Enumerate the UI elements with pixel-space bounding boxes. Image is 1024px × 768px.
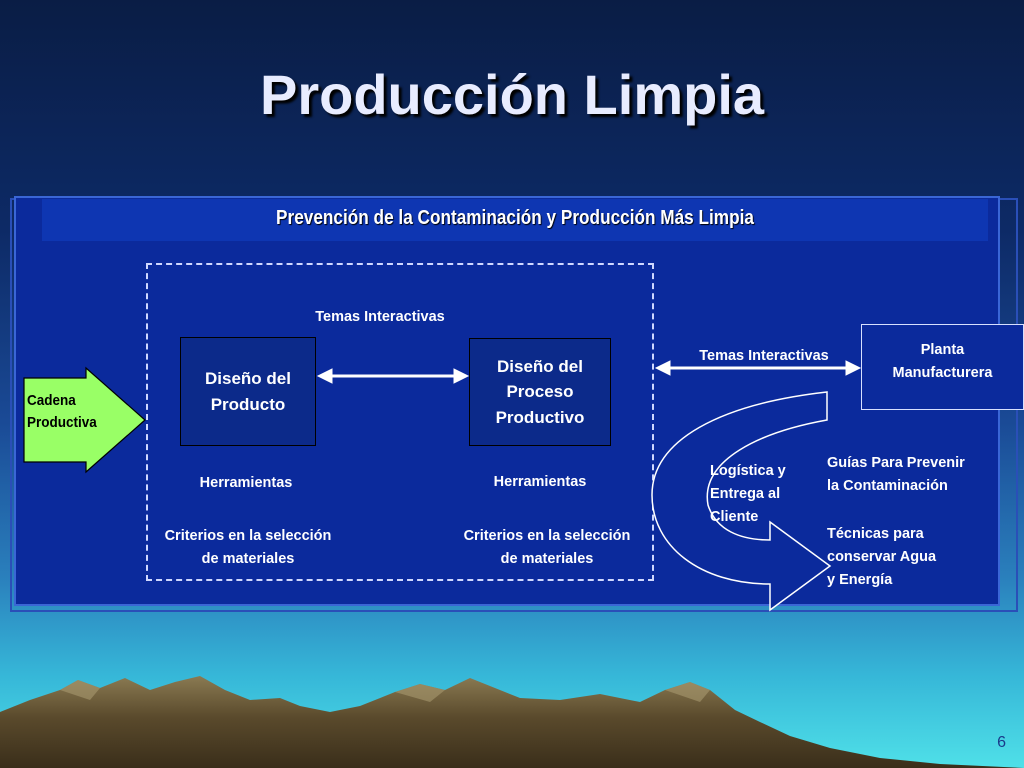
banner-bar bbox=[42, 199, 988, 241]
process-design-box: Diseño del Proceso Productivo bbox=[469, 338, 611, 446]
double-arrow-inner bbox=[316, 368, 470, 384]
tools-right: Herramientas bbox=[493, 474, 587, 490]
interactive-topics-inner: Temas Interactivas bbox=[315, 309, 445, 325]
slide-title: Producción Limpia bbox=[259, 63, 765, 126]
page-number: 6 bbox=[997, 734, 1006, 751]
plant-box: Planta Manufacturera bbox=[861, 324, 1024, 410]
guides-label: Guías Para Prevenir la Contaminación bbox=[827, 455, 965, 495]
chain-label: Cadena Productiva bbox=[27, 392, 97, 431]
tools-left: Herramientas bbox=[199, 475, 293, 491]
criteria-right: Criterios en la selección de materiales bbox=[463, 528, 631, 568]
techniques-label: Técnicas para conservar Agua y Energía bbox=[827, 526, 937, 589]
double-arrow-outer bbox=[654, 360, 862, 376]
interactive-topics-outer: Temas Interactivas bbox=[699, 348, 829, 364]
product-design-box: Diseño del Producto bbox=[180, 337, 316, 446]
logistics-label: Logística y Entrega al Cliente bbox=[710, 463, 786, 526]
design-scope-frame bbox=[146, 263, 654, 581]
banner-title: Prevención de la Contaminación y Producc… bbox=[276, 207, 754, 229]
chain-arrow-shape bbox=[23, 366, 146, 474]
curved-arrow-shape bbox=[651, 391, 832, 612]
mountain-range bbox=[0, 676, 1024, 768]
criteria-left: Criterios en la selección de materiales bbox=[164, 528, 332, 568]
